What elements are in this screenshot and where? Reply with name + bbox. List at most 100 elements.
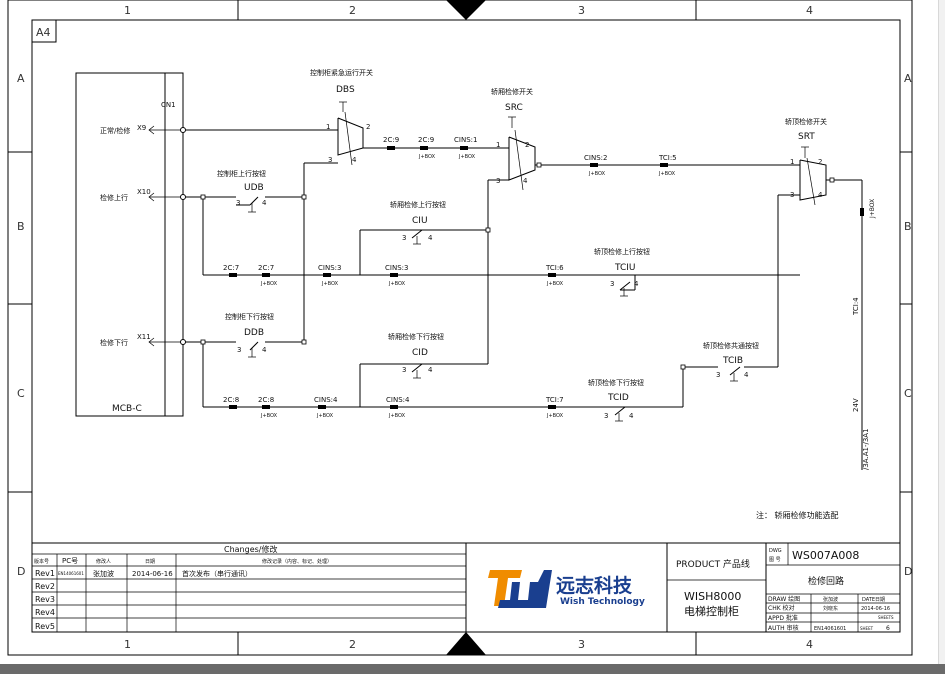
src-ref: SRC (505, 103, 523, 113)
conn-vert-bottom: /3A.A1-/3A1 (862, 428, 870, 470)
ciu-c4: 4 (428, 234, 433, 242)
ddb-title: 控制柜下行按钮 (225, 312, 274, 321)
dwg-number: WS007A008 (792, 549, 859, 562)
conn-r3-3-sub: J+BOX (388, 281, 406, 287)
tciu-title: 轿顶检修上行按钮 (594, 247, 650, 256)
conn-r4-1-sub: J+BOX (260, 413, 278, 419)
bottom-center-mark (446, 632, 486, 655)
auth-label: AUTH 审核 (768, 624, 799, 632)
horizontal-scrollbar[interactable] (0, 664, 945, 674)
logo-en: Wish Technology (560, 597, 645, 607)
pin-x11: X11 (137, 333, 151, 341)
conn-r3-2-sub: J+BOX (321, 281, 339, 287)
srt-c3: 3 (790, 191, 794, 199)
col-label-3-bottom: 3 (578, 638, 585, 651)
dbs-switch: 控制柜紧急运行开关 DBS 1 2 3 4 (310, 68, 373, 166)
company-logo: 远志科技 Wish Technology (488, 570, 645, 608)
top-center-mark (446, 0, 486, 20)
ciu-c3: 3 (402, 234, 406, 242)
hdr-rev: 版本号 (34, 558, 49, 565)
conn-r2-1-sub: J+BOX (658, 171, 676, 177)
mcb-c-block: CN1 MCB-C 正常/检修 X9 检修上行 X10 检修下行 X11 (75, 72, 186, 417)
src-switch: 轿厢检修开关 SRC 1 3 2 4 (491, 87, 536, 191)
appd-label: APPD 批准 (768, 614, 798, 622)
srt-c2: 2 (818, 158, 822, 166)
dwg-label-cn: 图 号 (769, 557, 781, 563)
product-label: PRODUCT 产品线 (676, 558, 750, 570)
mcb-name: MCB-C (112, 404, 142, 414)
conn-r3-3: CINS:3 (385, 264, 408, 272)
changes-title: Changes/修改 (224, 544, 278, 554)
auth-value: EN14061601 (814, 626, 846, 632)
tcid-ref: TCID (607, 393, 629, 403)
rev1-desc: 首次发布（串行通讯） (182, 569, 252, 578)
conn-r4-2: CINS:4 (314, 396, 338, 404)
hdr-record: 修改记录（内容、标记、处理） (262, 558, 332, 565)
conn-r4-3: CINS:4 (386, 396, 410, 404)
rev3-id: Rev3 (35, 595, 55, 604)
dbs-c4: 4 (352, 156, 357, 164)
tcib-c3: 3 (716, 371, 720, 379)
conn-r1-0: 2C:9 (383, 136, 399, 144)
cn1-label: CN1 (161, 101, 176, 109)
udb-button: 控制柜上行按钮 UDB 3 4 (217, 169, 267, 213)
row-label-b: B (17, 220, 25, 233)
tcid-title: 轿顶检修下行按钮 (588, 378, 644, 387)
udb-title: 控制柜上行按钮 (217, 169, 266, 178)
conn-vert-low: 24V (852, 398, 860, 412)
hdr-date: 日期 (145, 559, 155, 565)
conn-r1-2-sub: J+BOX (458, 154, 476, 160)
dbs-title: 控制柜紧急运行开关 (310, 68, 373, 77)
tciu-c4: 4 (634, 280, 639, 288)
udb-ref: UDB (244, 183, 264, 193)
wiring (186, 129, 863, 470)
dbs-ref: DBS (336, 85, 355, 95)
col-label-4: 4 (806, 4, 813, 17)
hdr-pc: PC号 (62, 557, 78, 565)
logo-cn: 远志科技 (556, 574, 633, 597)
ddb-button: 控制柜下行按钮 DDB 3 4 (225, 312, 274, 358)
conn-r4-3-sub: J+BOX (388, 413, 406, 419)
conn-r3-1: 2C:7 (258, 264, 274, 272)
src-c1: 1 (496, 141, 500, 149)
date-value: 2014-06-16 (861, 606, 890, 612)
cid-ref: CID (412, 348, 428, 358)
tciu-button: 轿顶检修上行按钮 TCIU 3 4 (594, 247, 650, 297)
conn-r2-1: TCI:5 (658, 154, 677, 162)
dbs-c3: 3 (328, 156, 332, 164)
rev1-author: 张加波 (93, 569, 114, 578)
col-label-3: 3 (578, 4, 585, 17)
junctions (200, 162, 835, 370)
paper-size-box (31, 19, 57, 43)
rev4-id: Rev4 (35, 608, 55, 617)
conn-r2-0-sub: J+BOX (588, 171, 606, 177)
product-name: WISH8000 (684, 590, 741, 603)
conn-r3-2: CINS:3 (318, 264, 341, 272)
cid-c3: 3 (402, 366, 406, 374)
conn-r4-4-sub: J+BOX (546, 413, 564, 419)
hdr-modifier: 修改人 (96, 558, 111, 565)
conn-r2-0: CINS:2 (584, 154, 607, 162)
dbs-c2: 2 (366, 123, 370, 131)
row-label-c: C (17, 387, 25, 400)
srt-ref: SRT (798, 132, 815, 142)
inner-frame (31, 19, 901, 633)
col-label-2-bottom: 2 (349, 638, 356, 651)
sheets-label: SHEETS (878, 615, 894, 620)
tcid-button: 轿顶检修下行按钮 TCID 3 4 (588, 378, 644, 422)
pin-x11-label: 检修下行 (100, 338, 128, 347)
ciu-title: 轿厢检修上行按钮 (390, 200, 446, 209)
conn-r1-1: 2C:9 (418, 136, 434, 144)
udb-c3: 3 (236, 199, 240, 207)
ddb-c3: 3 (237, 346, 241, 354)
tcid-c4: 4 (629, 412, 634, 420)
ddb-ref: DDB (244, 328, 264, 338)
tcib-c4: 4 (744, 371, 749, 379)
col-label-1: 1 (124, 4, 131, 17)
col-label-2: 2 (349, 4, 356, 17)
dbs-c1: 1 (326, 123, 330, 131)
vertical-scrollbar[interactable] (938, 0, 945, 664)
src-c4: 4 (523, 177, 528, 185)
rev1-date: 2014-06-16 (132, 570, 173, 578)
